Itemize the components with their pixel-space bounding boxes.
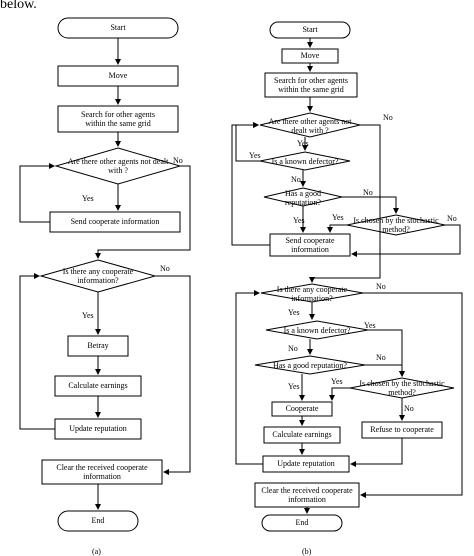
a-betray-node xyxy=(67,335,129,357)
b-no-stoch-label: No xyxy=(447,214,457,223)
b-search-node xyxy=(264,72,358,98)
b-yes-defector-label: Yes xyxy=(249,151,261,160)
b-yes-other-label: Yes xyxy=(297,139,309,148)
b-cooperate-node xyxy=(271,401,333,417)
a-edge-update-loop xyxy=(19,273,55,430)
a-search-node xyxy=(57,105,179,133)
a-edge-qother-no xyxy=(95,165,191,259)
a-start-node xyxy=(57,17,179,39)
a-yes-coop-label: Yes xyxy=(82,311,94,320)
b-yes-rep2-label: Yes xyxy=(288,382,300,391)
a-q-coop-node xyxy=(39,259,157,293)
a-yes-other-label: Yes xyxy=(82,194,94,203)
a-q-other-node xyxy=(54,147,182,185)
b-yes-stoch-label: Yes xyxy=(332,213,344,222)
b-refuse-node xyxy=(361,421,443,439)
a-no-coop-label: No xyxy=(160,264,170,273)
b-q-rep2-node xyxy=(254,355,366,375)
b-no-defector-label: No xyxy=(291,175,301,184)
b-q-other-node xyxy=(259,112,361,138)
b-q-stoch2-node xyxy=(349,377,455,399)
b-calc-node xyxy=(263,426,341,444)
b-clear-node xyxy=(254,482,360,508)
b-no-other-label: No xyxy=(383,113,393,122)
b-start-node xyxy=(269,21,351,39)
a-calc-node xyxy=(54,375,142,397)
b-end-node xyxy=(261,514,343,532)
b-q-stoch-node xyxy=(346,214,446,236)
b-edge-send-loop xyxy=(231,122,270,246)
intro-text: below. xyxy=(0,0,37,12)
b-yes-defector2-label: Yes xyxy=(364,321,376,330)
b-edge-qother-no xyxy=(309,124,381,283)
b-yes-coop-label: Yes xyxy=(288,308,300,317)
b-edge-qstoch-no xyxy=(351,224,461,257)
b-no-rep2-label: No xyxy=(376,353,386,362)
b-edge-update-loop xyxy=(235,290,263,465)
b-edge-qrep-no xyxy=(342,196,399,214)
b-update-node xyxy=(262,455,350,473)
a-edge-send-loop xyxy=(19,163,55,223)
a-end-node xyxy=(57,510,139,532)
b-no-coop-label: No xyxy=(376,282,386,291)
b-edge-qrep2-no xyxy=(365,364,405,377)
b-edge-qdefector2-yes xyxy=(368,329,405,377)
b-no-rep-label: No xyxy=(363,188,373,197)
caption-a: (a) xyxy=(92,547,101,556)
b-yes-rep-label: Yes xyxy=(293,216,305,225)
a-no-other-label: No xyxy=(173,156,183,165)
b-move-node xyxy=(281,48,339,64)
a-move-node xyxy=(57,65,179,87)
b-edge-qcoop-no xyxy=(360,292,463,498)
b-q-defector2-node xyxy=(265,320,369,340)
a-update-node xyxy=(54,418,142,440)
caption-b: (b) xyxy=(302,547,312,556)
b-no-stoch2-label: No xyxy=(404,404,414,413)
b-yes-stoch2-label: Yes xyxy=(331,377,343,386)
b-q-coop-node xyxy=(260,283,364,303)
b-q-rep-node xyxy=(263,187,343,207)
b-edge-refuse-update xyxy=(350,438,403,467)
a-send-node xyxy=(49,211,181,233)
a-edge-qcoop-no xyxy=(155,275,191,475)
b-q-defector-node xyxy=(259,151,351,171)
a-clear-node xyxy=(41,459,163,485)
b-send-node xyxy=(269,233,351,257)
b-edge-qstoch-yes xyxy=(327,224,347,233)
b-edge-qstoch2-yes xyxy=(329,387,350,401)
b-no-defector2-label: No xyxy=(288,344,298,353)
